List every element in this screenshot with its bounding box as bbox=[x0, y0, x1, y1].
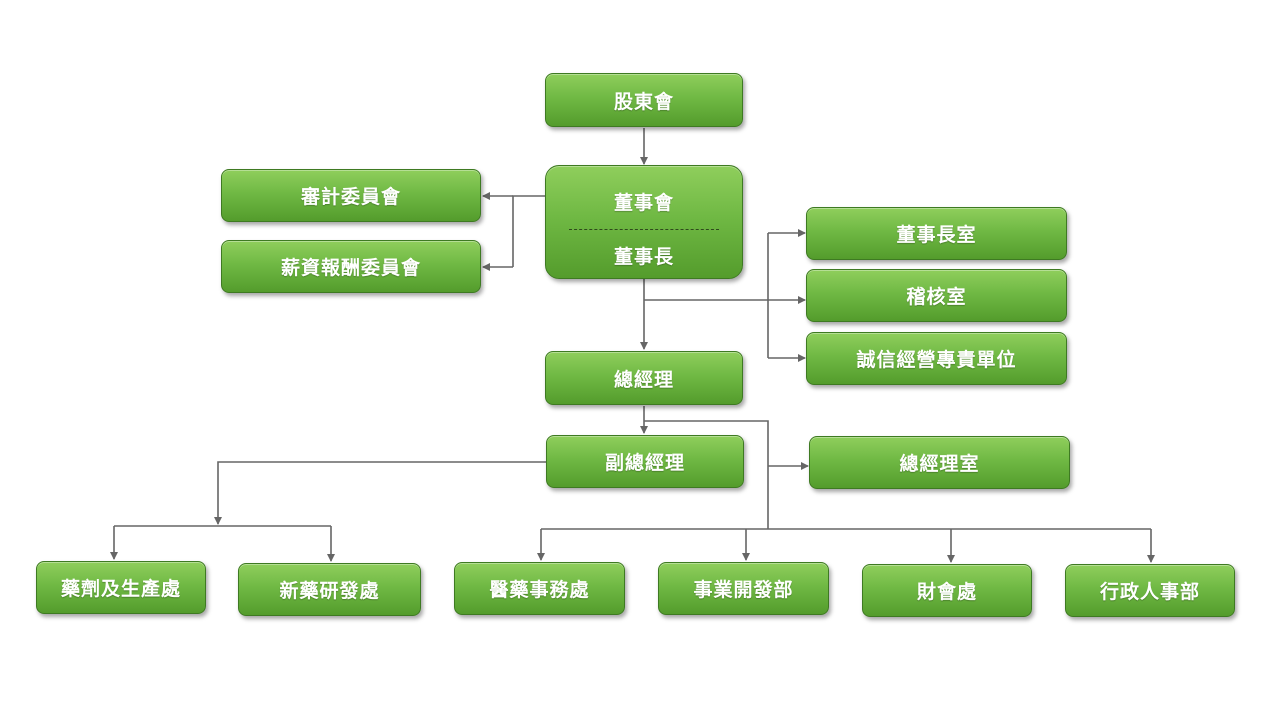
chairman-label: 董事長 bbox=[613, 246, 674, 268]
board-divider bbox=[569, 229, 719, 230]
department-box: 新藥研發處 bbox=[238, 563, 421, 616]
deputy-gm-label: 副總經理 bbox=[604, 452, 685, 474]
remuneration-committee-box: 薪資報酬委員會 bbox=[221, 240, 481, 293]
integrity-unit-label: 誠信經營專責單位 bbox=[856, 349, 1017, 371]
general-manager-label: 總經理 bbox=[613, 368, 674, 391]
department-label: 新藥研發處 bbox=[279, 580, 380, 602]
board-chairman-box: 董事會 董事長 bbox=[545, 165, 743, 279]
connector-board-committee-main bbox=[512, 195, 545, 267]
general-manager-box: 總經理 bbox=[545, 351, 743, 405]
department-box: 行政人事部 bbox=[1065, 564, 1235, 617]
department-box: 事業開發部 bbox=[658, 562, 829, 615]
connector-gm-main-branch bbox=[644, 420, 769, 529]
department-box: 財會處 bbox=[862, 564, 1032, 617]
remuneration-committee-label: 薪資報酬委員會 bbox=[280, 257, 421, 279]
internal-audit-label: 稽核室 bbox=[906, 286, 967, 308]
board-label: 董事會 bbox=[613, 192, 674, 214]
chairman-office-box: 董事長室 bbox=[806, 207, 1067, 260]
audit-committee-label: 審計委員會 bbox=[300, 186, 401, 208]
audit-committee-box: 審計委員會 bbox=[221, 169, 481, 222]
department-label: 財會處 bbox=[916, 581, 977, 603]
internal-audit-box: 稽核室 bbox=[806, 269, 1067, 322]
department-label: 行政人事部 bbox=[1099, 581, 1200, 603]
shareholders-box: 股東會 bbox=[545, 73, 743, 127]
department-box: 醫藥事務處 bbox=[454, 562, 625, 615]
deputy-gm-box: 副總經理 bbox=[546, 435, 744, 488]
department-label: 藥劑及生產處 bbox=[60, 578, 181, 600]
gm-office-label: 總經理室 bbox=[899, 453, 980, 475]
chairman-office-label: 董事長室 bbox=[896, 224, 977, 246]
integrity-unit-box: 誠信經營專責單位 bbox=[806, 332, 1067, 385]
shareholders-label: 股東會 bbox=[613, 90, 674, 113]
department-label: 事業開發部 bbox=[693, 579, 794, 601]
connector-deputy-left bbox=[214, 461, 546, 525]
gm-office-box: 總經理室 bbox=[809, 436, 1070, 489]
department-label: 醫藥事務處 bbox=[489, 579, 590, 601]
department-box: 藥劑及生產處 bbox=[36, 561, 206, 614]
